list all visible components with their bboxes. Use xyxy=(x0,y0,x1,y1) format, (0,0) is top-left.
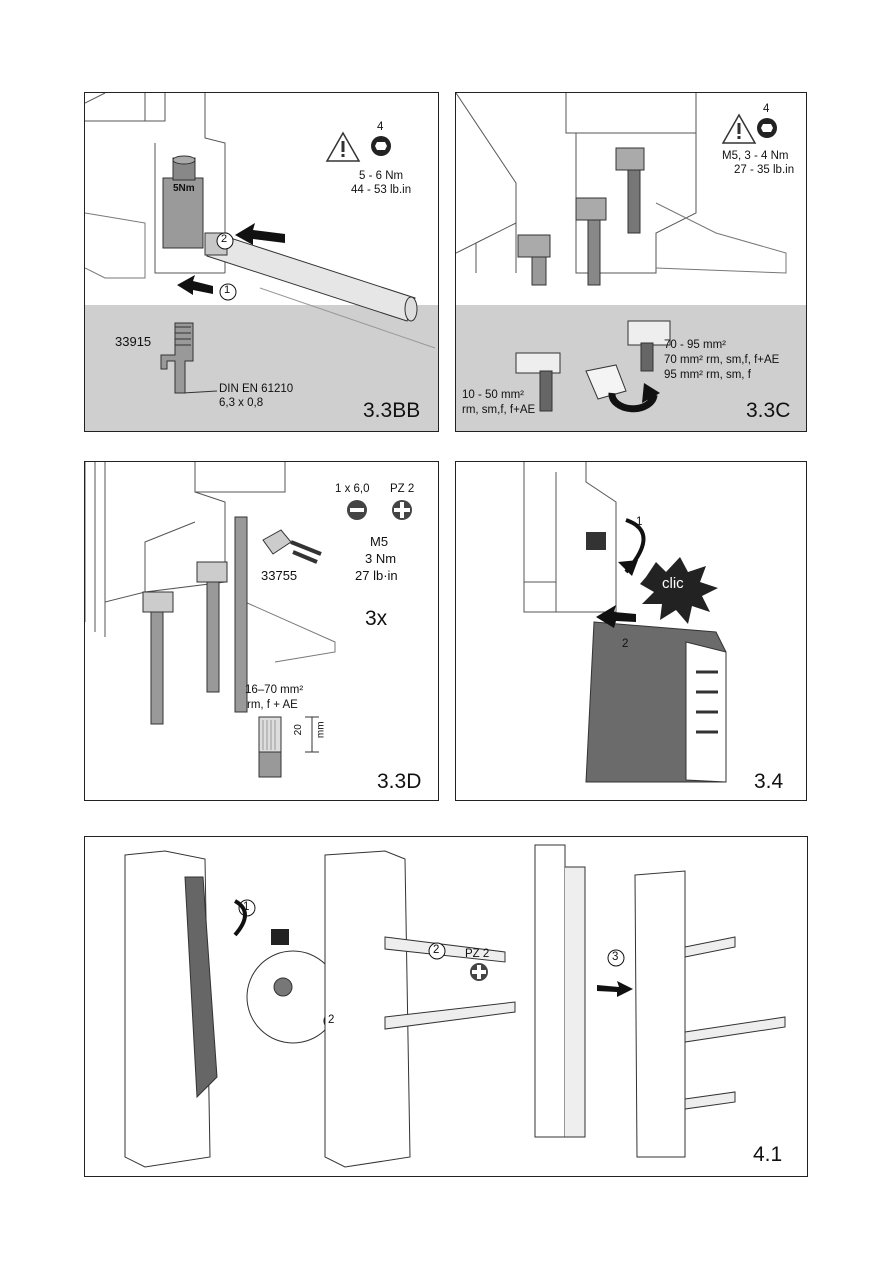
strip-unit: mm xyxy=(315,721,327,739)
illustration-3-4 xyxy=(523,462,727,783)
small-range: 10 - 50 mm² xyxy=(462,389,524,401)
pz-tool: PZ 2 xyxy=(465,948,490,960)
panel-3-3d: 1 x 6,0 PZ 2 M5 3 Nm 27 lb·in 33755 3x 1… xyxy=(84,461,439,801)
illustration-3-3bb xyxy=(85,93,436,394)
torque-nm: 3 Nm xyxy=(365,551,397,566)
small-line-2: rm, sm,f, f+AE xyxy=(462,404,536,416)
part-number: 33915 xyxy=(115,334,152,349)
wire-range: 16–70 mm² xyxy=(245,684,304,696)
torque-nm: 5 - 6 Nm xyxy=(359,170,404,182)
step-1: 1 xyxy=(224,284,231,296)
step-2: 2 xyxy=(433,944,440,956)
dims: 6,3 x 0,8 xyxy=(219,397,264,409)
large-line-3: 95 mm² rm, sm, f xyxy=(664,369,751,381)
norm: DIN EN 61210 xyxy=(219,383,294,395)
part-number: 33755 xyxy=(261,568,298,583)
step-2: 2 xyxy=(221,233,228,245)
wire-type: rm, f + AE xyxy=(247,699,298,711)
panel-label: 3.4 xyxy=(754,770,784,793)
step-2: 2 xyxy=(622,638,629,650)
step-3: 3 xyxy=(612,951,619,963)
panel-3-4: 1 clic 2 3.4 xyxy=(455,461,807,801)
torque-lbin: 27 lb·in xyxy=(355,568,398,583)
panel-3-3bb: 5Nm 4 5 - 6 Nm 44 - 53 lb.in 2 1 33915 D… xyxy=(84,92,439,432)
panel-3-3c: 4 M5, 3 - 4 Nm 27 - 35 lb.in 70 - 95 mm²… xyxy=(455,92,807,432)
illustration-3-3c xyxy=(456,93,787,413)
large-range: 70 - 95 mm² xyxy=(664,339,726,351)
panel-4-1: 1 2 2 PZ 2 3 4.1 xyxy=(84,836,808,1177)
click-text: clic xyxy=(662,575,684,592)
panel-label: 3.3BB xyxy=(363,399,421,422)
count: 3x xyxy=(365,607,388,630)
thread: M5 xyxy=(370,534,389,549)
torque-lbin: 27 - 35 lb.in xyxy=(734,164,795,176)
panel-label: 3.3D xyxy=(377,770,422,793)
panel-label: 4.1 xyxy=(753,1143,783,1166)
hex-size: 4 xyxy=(763,103,770,115)
grey-strip xyxy=(85,305,438,431)
torque-lbin: 44 - 53 lb.in xyxy=(351,184,412,196)
illustration-4-1 xyxy=(124,844,786,1168)
large-line-2: 70 mm² rm, sm,f, f+AE xyxy=(664,354,780,366)
step-1: 1 xyxy=(243,901,250,913)
bubble-text: 5Nm xyxy=(173,183,195,194)
slot-tool: 1 x 6,0 xyxy=(335,483,370,495)
illustration-3-3d xyxy=(85,462,412,778)
pz-tool: PZ 2 xyxy=(390,483,415,495)
panel-label: 3.3C xyxy=(746,399,791,422)
torque-nm: M5, 3 - 4 Nm xyxy=(722,150,789,162)
step-1: 1 xyxy=(636,516,643,528)
step-2-detail: 2 xyxy=(328,1014,335,1026)
hex-size: 4 xyxy=(377,121,384,133)
strip-length: 20 xyxy=(292,724,304,736)
